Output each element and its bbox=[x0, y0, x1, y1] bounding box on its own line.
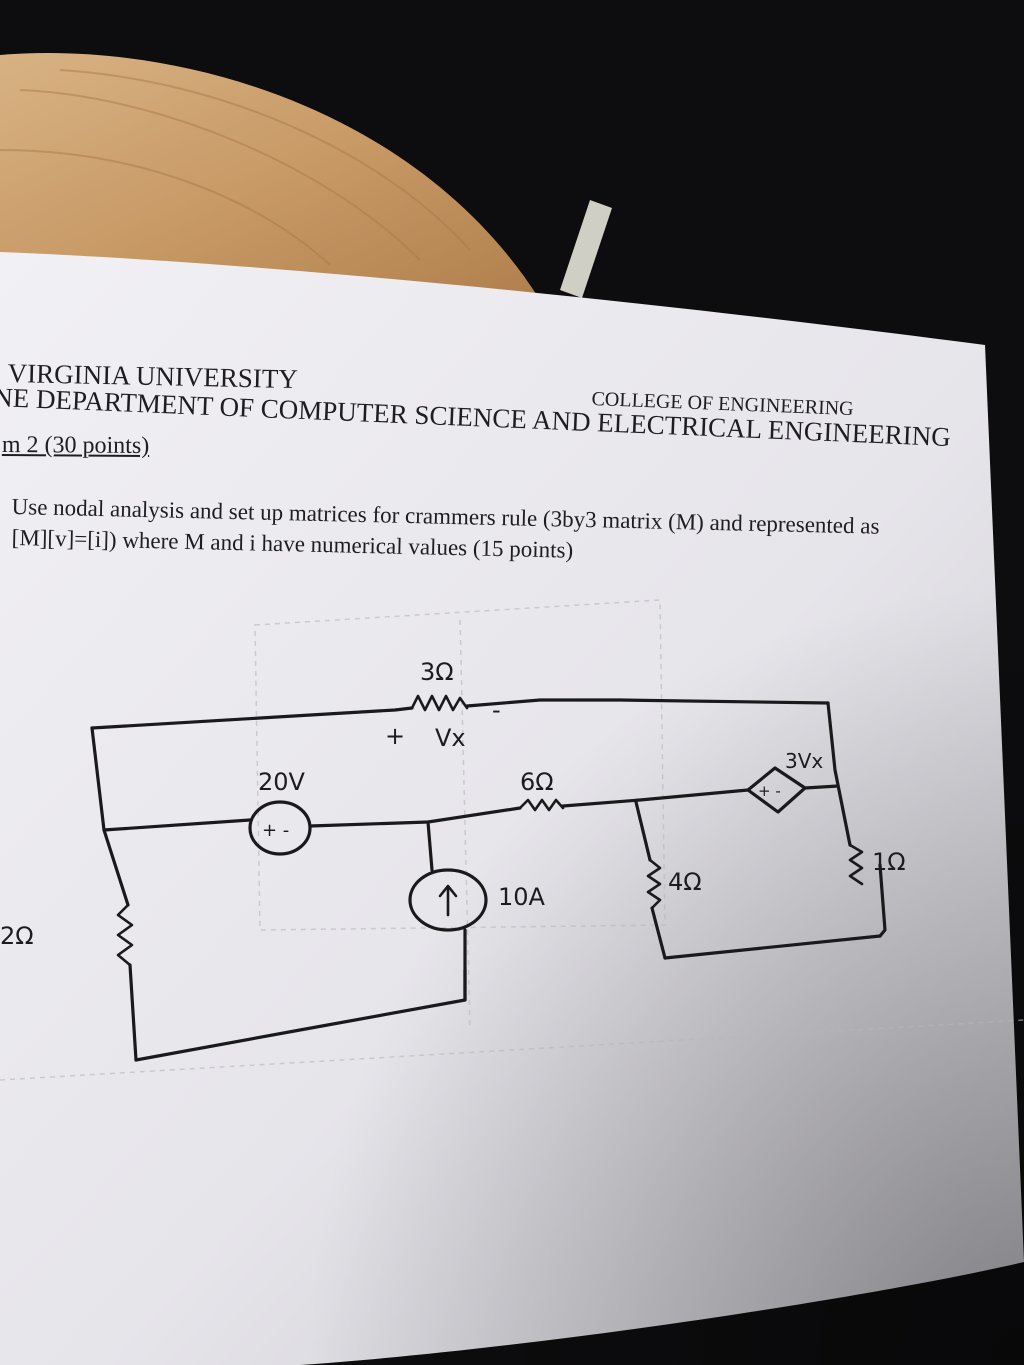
resistor-3ohm bbox=[410, 694, 469, 712]
right-wire-lower bbox=[878, 863, 887, 938]
label-4ohm: 4Ω bbox=[668, 868, 702, 896]
resistor-6ohm bbox=[518, 798, 565, 812]
branch-4ohm-bottom bbox=[650, 906, 667, 960]
label-source-sign: + - bbox=[262, 820, 289, 841]
top-wire-left bbox=[90, 706, 414, 730]
circuit-diagram bbox=[90, 694, 887, 1062]
left-wire-lower bbox=[128, 963, 138, 1062]
bleed-through-lines bbox=[0, 599, 1024, 1081]
current-source-10a bbox=[408, 868, 488, 932]
label-dep-sign: + - bbox=[758, 782, 781, 800]
resistor-2ohm bbox=[116, 903, 134, 967]
label-20v: 20V bbox=[258, 768, 306, 796]
label-vx-plus: + bbox=[385, 722, 405, 750]
resistor-1ohm bbox=[848, 843, 864, 886]
label-vx: Vx bbox=[435, 724, 466, 752]
label-3ohm: 3Ω bbox=[420, 658, 454, 686]
middle-wire-right bbox=[561, 788, 750, 808]
middle-wire-left bbox=[102, 818, 252, 832]
label-3vx: 3Vx bbox=[785, 749, 823, 773]
arrow-up-icon bbox=[438, 884, 458, 917]
label-6ohm: 6Ω bbox=[520, 768, 554, 796]
label-vx-minus: - bbox=[492, 696, 501, 724]
wooden-table bbox=[0, 53, 540, 300]
middle-wire-end bbox=[803, 784, 840, 790]
top-wire-right bbox=[465, 698, 830, 708]
wood-grain bbox=[0, 69, 471, 266]
label-1ohm: 1Ω bbox=[872, 848, 906, 876]
resistor-4ohm bbox=[646, 858, 662, 910]
branch-4ohm-top bbox=[634, 800, 652, 862]
label-10a: 10A bbox=[498, 883, 546, 911]
paper-shadow bbox=[0, 250, 1024, 1365]
right-wire-upper bbox=[826, 701, 852, 847]
voltage-source-20v bbox=[248, 800, 312, 856]
label-2ohm: 2Ω bbox=[0, 922, 34, 950]
problem-title: m 2 (30 points) bbox=[1, 432, 150, 460]
bottom-wire-right bbox=[663, 934, 882, 960]
current-source-wire-top bbox=[426, 820, 434, 872]
